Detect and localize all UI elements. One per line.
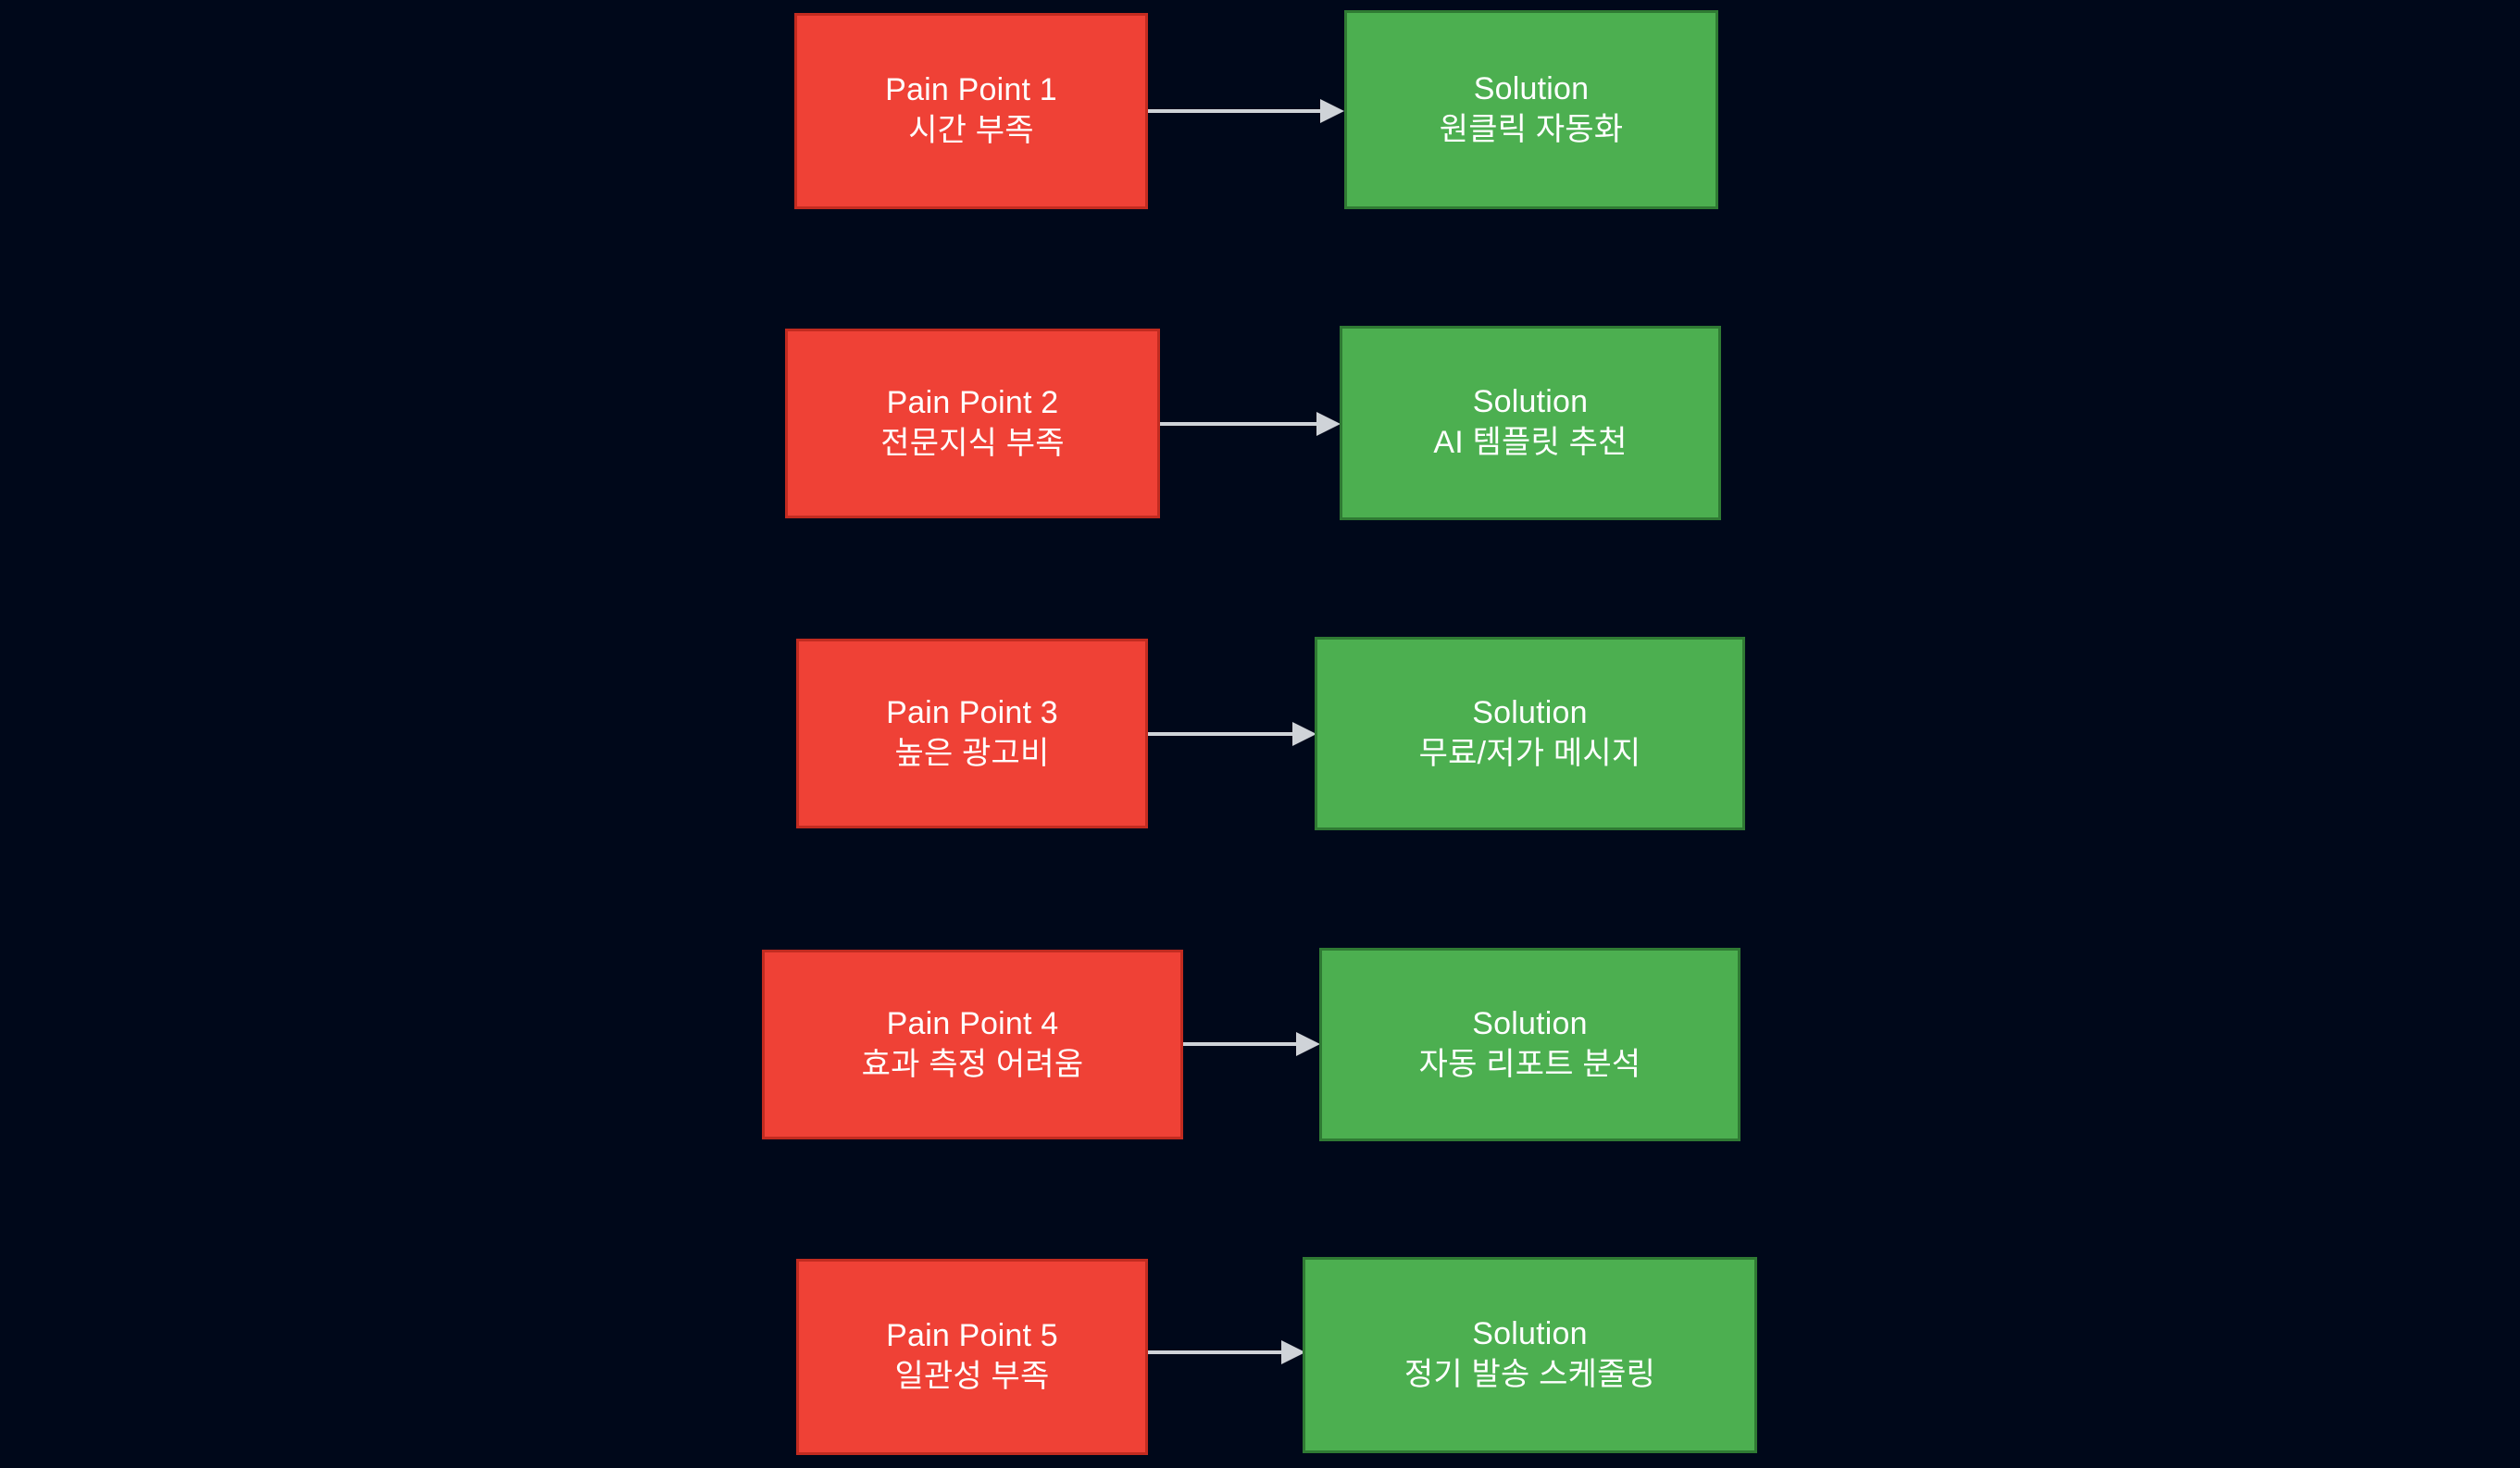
node-detail: 시간 부족 [908, 113, 1034, 148]
node-detail: AI 템플릿 추천 [1433, 425, 1628, 460]
node-solution-3[interactable]: Solution 무료/저가 메시지 [1315, 637, 1745, 830]
node-pain-point-5[interactable]: Pain Point 5 일관성 부족 [796, 1259, 1148, 1455]
node-title: Solution [1473, 70, 1590, 106]
edge-pain-1-to-solution-1 [1148, 99, 1344, 123]
edge-pain-3-to-solution-3 [1148, 722, 1316, 746]
node-title: Pain Point 4 [886, 1005, 1059, 1041]
edge-pain-5-to-solution-5 [1148, 1340, 1305, 1364]
node-detail: 높은 광고비 [894, 735, 1050, 771]
node-detail: 효과 측정 어려움 [861, 1046, 1084, 1082]
node-title: Solution [1472, 1316, 1588, 1352]
node-solution-4[interactable]: Solution 자동 리포트 분석 [1319, 948, 1740, 1141]
node-pain-point-2[interactable]: Pain Point 2 전문지식 부족 [785, 329, 1160, 518]
node-detail: 전문지식 부족 [880, 425, 1065, 461]
node-solution-5[interactable]: Solution 정기 발송 스케줄링 [1303, 1257, 1757, 1453]
node-pain-point-4[interactable]: Pain Point 4 효과 측정 어려움 [762, 950, 1183, 1139]
node-title: Solution [1472, 384, 1589, 420]
node-detail: 원클릭 자동화 [1439, 111, 1624, 147]
node-pain-point-3[interactable]: Pain Point 3 높은 광고비 [796, 639, 1148, 828]
node-title: Pain Point 5 [886, 1318, 1058, 1354]
node-pain-point-1[interactable]: Pain Point 1 시간 부족 [794, 13, 1148, 209]
arrowhead-icon [1292, 722, 1316, 746]
node-detail: 무료/저가 메시지 [1418, 735, 1641, 771]
node-title: Pain Point 1 [885, 72, 1057, 108]
node-detail: 일관성 부족 [894, 1359, 1050, 1394]
arrowhead-icon [1316, 412, 1341, 436]
node-detail: 정기 발송 스케줄링 [1403, 1357, 1656, 1392]
edge-pain-4-to-solution-4 [1183, 1032, 1320, 1056]
arrowhead-icon [1320, 99, 1344, 123]
arrowhead-icon [1296, 1032, 1320, 1056]
edge-pain-2-to-solution-2 [1160, 412, 1341, 436]
node-title: Solution [1472, 1005, 1588, 1041]
node-title: Solution [1472, 694, 1588, 730]
node-title: Pain Point 3 [886, 694, 1058, 730]
node-solution-2[interactable]: Solution AI 템플릿 추천 [1340, 326, 1721, 520]
node-detail: 자동 리포트 분석 [1418, 1046, 1641, 1082]
node-title: Pain Point 2 [886, 384, 1059, 420]
node-solution-1[interactable]: Solution 원클릭 자동화 [1344, 10, 1718, 209]
